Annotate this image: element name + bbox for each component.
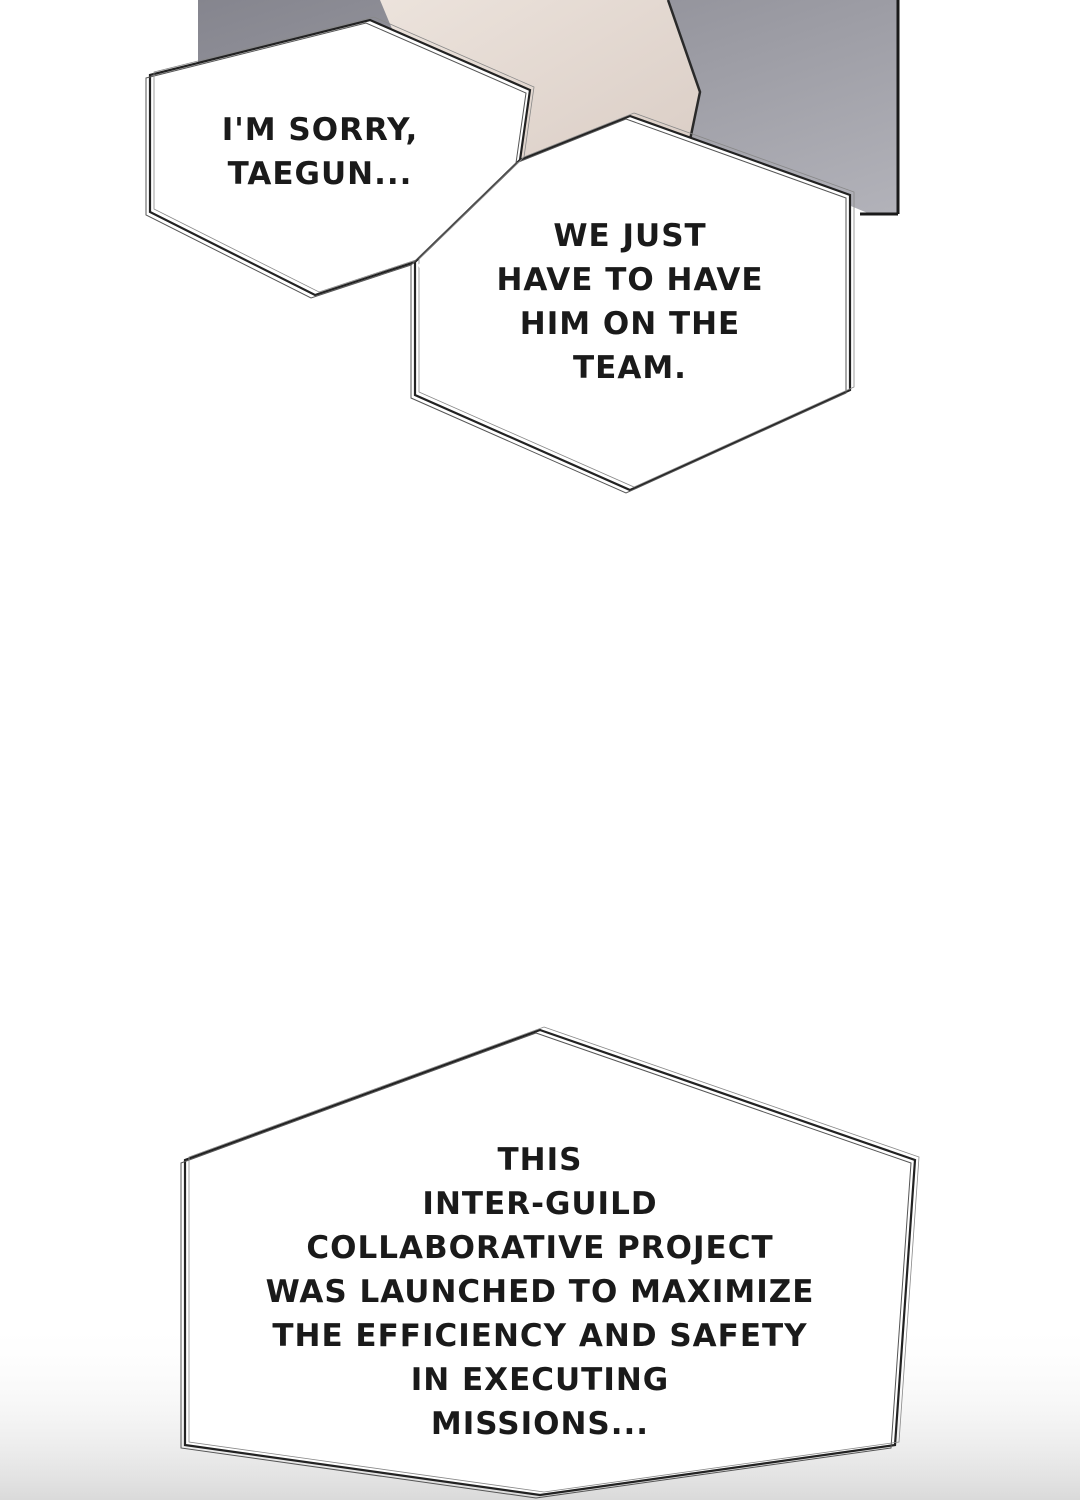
- caption-line: INTER-GUILD: [422, 1186, 658, 1222]
- caption-line: HAVE TO HAVE: [496, 262, 764, 298]
- caption-line: MISSIONS...: [430, 1406, 650, 1442]
- caption-line: IN EXECUTING: [410, 1362, 670, 1398]
- caption-team: WE JUST HAVE TO HAVE HIM ON THE TEAM.: [480, 214, 780, 390]
- caption-line: THE EFFICIENCY AND SAFETY: [272, 1318, 808, 1354]
- figure-outline: [666, 0, 702, 141]
- caption-sorry: I'M SORRY, TAEGUN...: [190, 108, 450, 196]
- caption-line: HIM ON THE: [519, 306, 741, 342]
- caption-line: WAS LAUNCHED TO MAXIMIZE: [265, 1274, 815, 1310]
- speech-bubble-team: [410, 112, 855, 494]
- caption-line: THIS: [497, 1142, 583, 1178]
- caption-line: TEAM.: [573, 350, 687, 386]
- caption-line: TAEGUN...: [227, 156, 413, 192]
- caption-line: I'M SORRY,: [221, 112, 419, 148]
- caption-project: THIS INTER-GUILD COLLABORATIVE PROJECT W…: [250, 1138, 830, 1446]
- caption-line: COLLABORATIVE PROJECT: [306, 1230, 774, 1266]
- speech-bubble-project: [180, 1026, 920, 1499]
- caption-line: WE JUST: [553, 218, 707, 254]
